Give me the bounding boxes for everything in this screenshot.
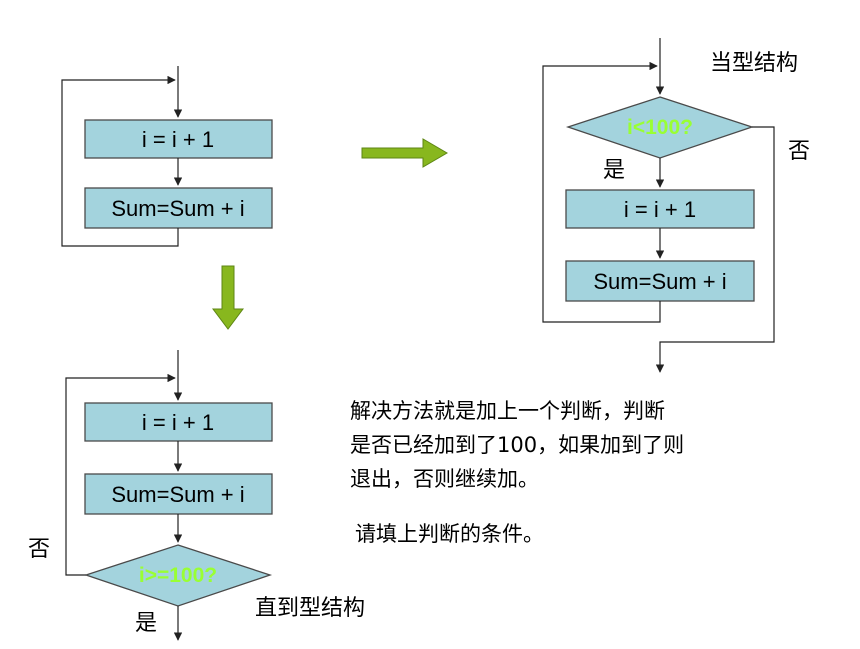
increment-box <box>565 189 755 229</box>
increment-text: i = i + 1 <box>142 127 214 152</box>
sum-box <box>84 473 273 515</box>
loop-back-line <box>61 75 179 247</box>
while-structure-title: 当型结构 <box>710 51 798 76</box>
yes-label: 是 <box>135 611 157 636</box>
basic-loop-flowchart: i = i + 1 Sum=Sum + i <box>61 66 273 247</box>
no-label: 否 <box>788 139 810 164</box>
increment-text: i = i + 1 <box>142 410 214 435</box>
sum-text: Sum=Sum + i <box>593 269 726 294</box>
until-loop-flowchart: i = i + 1 Sum=Sum + i i>=100? 否 是 直到型结构 <box>28 350 365 641</box>
yes-label: 是 <box>603 158 625 183</box>
fill-condition-prompt: 请填上判断的条件。 <box>355 522 544 546</box>
explanation-text: 解决方法就是加上一个判断，判断 是否已经加到了100，如果加到了则 退出，否则继… <box>350 399 684 546</box>
loop-back-line <box>65 373 176 576</box>
explanation-line-3: 退出，否则继续加。 <box>350 467 539 491</box>
while-loop-flowchart: 当型结构 i<100? 是 否 i = i + 1 Sum=Sum + i <box>542 38 810 373</box>
sum-text: Sum=Sum + i <box>111 196 244 221</box>
down-transition-arrow <box>212 265 244 330</box>
loop-back-line <box>542 61 661 323</box>
sum-text: Sum=Sum + i <box>111 482 244 507</box>
condition-text: i<100? <box>627 116 693 139</box>
condition-text: i>=100? <box>139 564 217 587</box>
explanation-line-1: 解决方法就是加上一个判断，判断 <box>350 399 665 423</box>
increment-text: i = i + 1 <box>624 197 696 222</box>
increment-box <box>84 402 273 442</box>
sum-box <box>84 187 273 229</box>
right-transition-arrow <box>361 138 448 168</box>
until-structure-title: 直到型结构 <box>255 596 365 621</box>
sum-box <box>565 260 755 302</box>
no-label: 否 <box>28 537 50 562</box>
explanation-line-2: 是否已经加到了100，如果加到了则 <box>350 433 684 457</box>
exit-line <box>655 126 775 373</box>
